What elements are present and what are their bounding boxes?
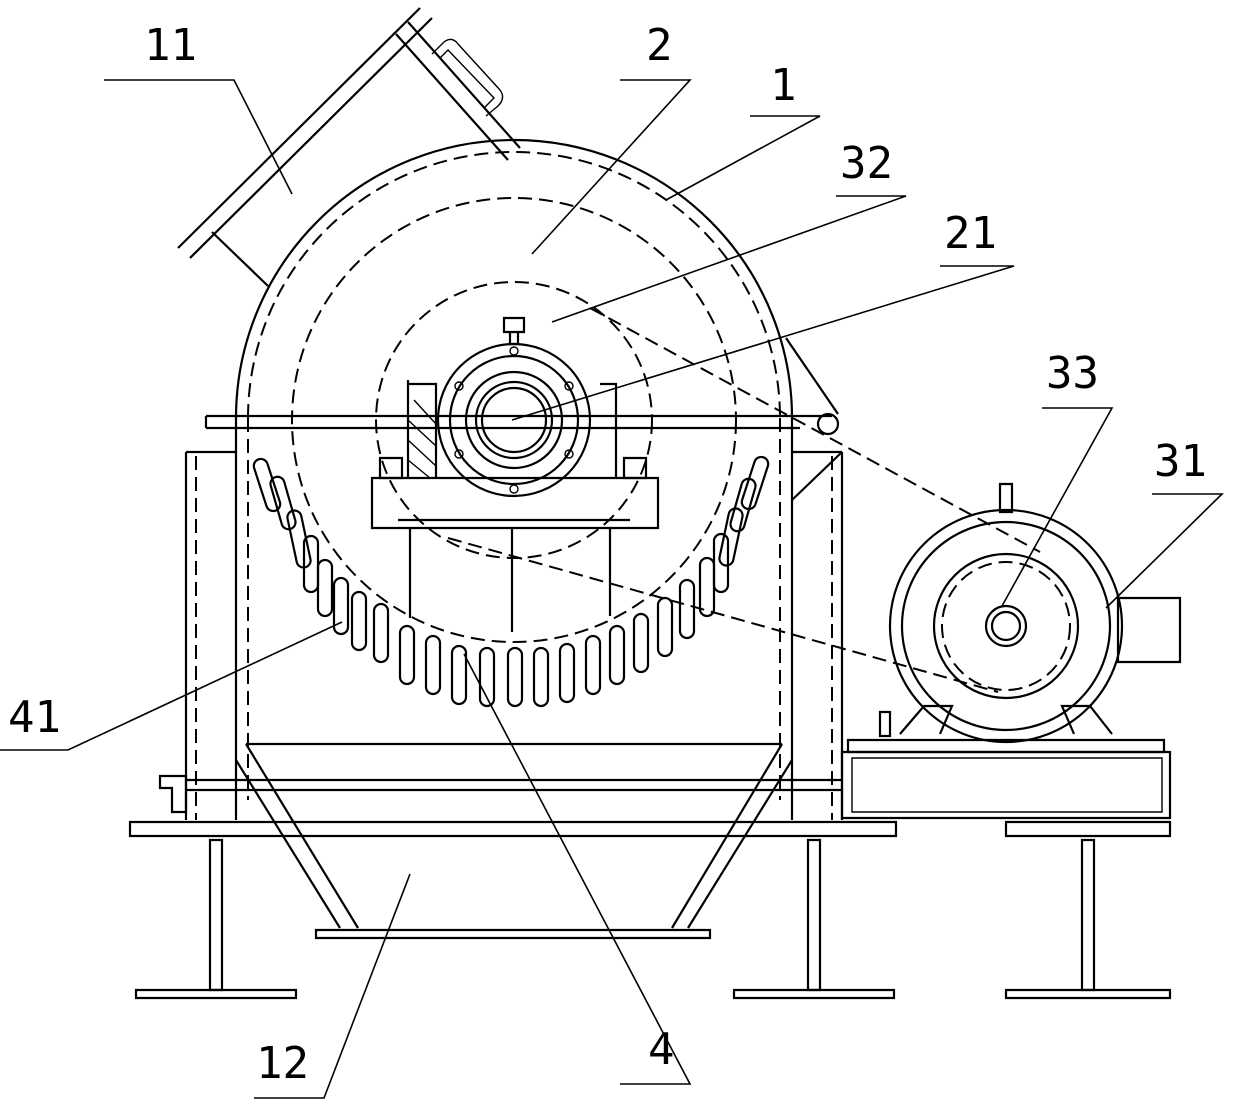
crusher-housing [204, 138, 840, 820]
drive-belt [447, 307, 1041, 693]
label-33: 33 [1046, 348, 1099, 399]
part-labels: 11 2 1 32 21 33 31 41 4 12 [8, 20, 1207, 1089]
motor [840, 482, 1182, 820]
label-21: 21 [944, 208, 997, 259]
label-41: 41 [8, 692, 61, 743]
bearing-housing [370, 316, 660, 632]
label-2: 2 [646, 20, 673, 71]
rotor [291, 197, 737, 643]
label-32: 32 [840, 138, 893, 189]
frame-columns [158, 450, 844, 820]
grate-bars [252, 455, 770, 708]
leader-lines [0, 79, 1224, 1099]
label-1: 1 [770, 60, 797, 111]
base-beams [128, 820, 1172, 1000]
label-31: 31 [1154, 436, 1207, 487]
feed-hopper [177, 7, 521, 287]
label-11: 11 [144, 20, 197, 71]
label-4: 4 [648, 1024, 675, 1075]
label-12: 12 [256, 1038, 309, 1089]
discharge-hopper [235, 742, 793, 940]
